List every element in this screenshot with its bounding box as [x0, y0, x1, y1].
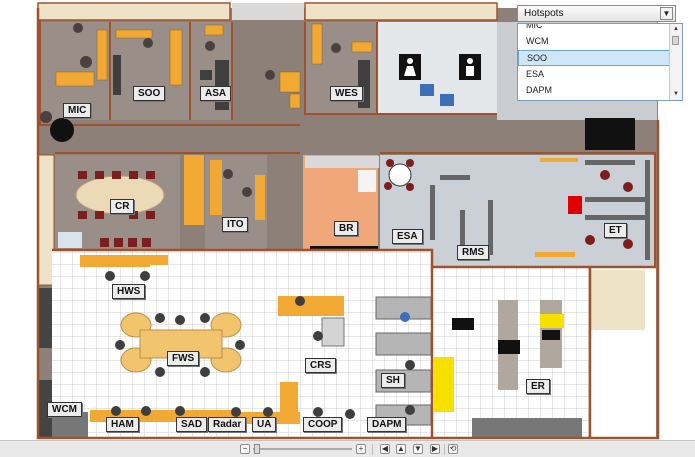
hotspot-rms[interactable]: RMS	[457, 245, 490, 260]
hotspot-mic[interactable]: MIC	[63, 103, 92, 118]
reset-view-button[interactable]: ⟲	[448, 444, 458, 454]
hotspot-ham[interactable]: HAM	[106, 417, 139, 432]
scroll-thumb[interactable]	[672, 36, 679, 45]
hotspot-sh[interactable]: SH	[381, 373, 405, 388]
zoom-slider-track[interactable]	[253, 448, 352, 450]
hotspots-select-label: Hotspots	[524, 8, 564, 19]
pan-right-button[interactable]: ▶	[430, 444, 440, 454]
hotspot-wes[interactable]: WES	[330, 86, 363, 101]
scroll-down-icon[interactable]: ▼	[673, 91, 679, 97]
hotspot-fws[interactable]: FWS	[167, 351, 200, 366]
hotspot-dapm[interactable]: DAPM	[367, 417, 407, 432]
hotspot-coop[interactable]: COOP	[303, 417, 343, 432]
hotspots-dropdown: Hotspots ▼ MIC WCM SOO ESA DAPM ▲ ▼	[517, 5, 683, 101]
hotspot-option-dapm[interactable]: DAPM	[526, 85, 553, 95]
chevron-down-icon[interactable]: ▼	[660, 7, 673, 20]
hotspot-asa[interactable]: ASA	[200, 86, 232, 101]
scrollbar[interactable]: ▲ ▼	[669, 24, 682, 100]
zoom-out-button[interactable]: −	[240, 444, 250, 454]
hotspot-soo[interactable]: SOO	[133, 86, 166, 101]
hotspot-hws[interactable]: HWS	[112, 284, 146, 299]
zoom-slider-thumb[interactable]	[254, 444, 260, 454]
toolbar-divider	[444, 444, 445, 455]
map-toolbar: − + ◀ ▲ ▼ ▶ ⟲	[0, 440, 695, 457]
hotspot-esa[interactable]: ESA	[392, 229, 423, 244]
pan-left-button[interactable]: ◀	[380, 444, 390, 454]
pan-up-button[interactable]: ▲	[396, 444, 406, 454]
hotspot-sad[interactable]: SAD	[176, 417, 208, 432]
hotspots-select[interactable]: Hotspots ▼	[517, 5, 676, 22]
hotspot-ito[interactable]: ITO	[222, 217, 249, 232]
hotspot-ua[interactable]: UA	[252, 417, 277, 432]
hotspot-option-mic[interactable]: MIC	[526, 23, 543, 30]
hotspot-crs[interactable]: CRS	[305, 358, 337, 373]
hotspot-option-soo[interactable]: SOO	[518, 50, 671, 66]
hotspot-radar[interactable]: Radar	[208, 417, 247, 432]
hotspot-er[interactable]: ER	[526, 379, 550, 394]
hotspot-option-wcm[interactable]: WCM	[526, 36, 549, 46]
pan-down-button[interactable]: ▼	[413, 444, 423, 454]
hotspot-br[interactable]: BR	[334, 221, 359, 236]
hotspot-et[interactable]: ET	[604, 223, 627, 238]
zoom-in-button[interactable]: +	[356, 444, 366, 454]
hotspots-option-list[interactable]: MIC WCM SOO ESA DAPM ▲ ▼	[517, 23, 683, 101]
hotspot-option-esa[interactable]: ESA	[526, 69, 545, 79]
hotspot-wcm[interactable]: WCM	[47, 402, 82, 417]
toolbar-divider	[372, 444, 373, 455]
scroll-up-icon[interactable]: ▲	[673, 26, 679, 32]
hotspot-cr[interactable]: CR	[110, 199, 135, 214]
